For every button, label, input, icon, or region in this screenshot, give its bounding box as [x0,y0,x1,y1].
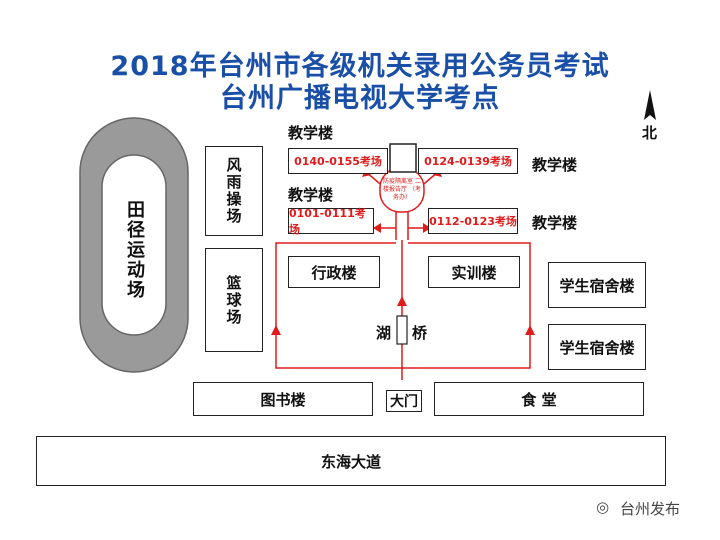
lake-label: 湖 [376,324,392,342]
admin-building: 行政楼 [288,256,380,288]
bridge-label: 桥 [412,324,428,342]
exam-room-0124: 0124-0139考场 [418,148,518,174]
teaching-label-mid-left: 教学楼 [288,186,334,204]
north-arrow-icon [644,90,656,120]
track-label: 田径运动场 [124,200,145,300]
wechat-icon: ◎ [596,498,610,516]
teaching-label-top-left: 教学楼 [288,124,334,142]
donghai-avenue: 东海大道 [36,436,666,486]
map-title-line1: 2018年台州市各级机关录用公务员考试 [110,51,610,82]
exam-room-0101: 0101-0111考场 [288,207,374,236]
dorm-building-1: 学生宿舍楼 [548,262,646,308]
exam-room-0140-label: 0140-0155考场 [294,155,382,168]
teaching-label-top-right: 教学楼 [532,156,578,174]
bridge-shape [396,315,408,345]
teaching-label-mid-right: 教学楼 [532,214,578,232]
main-gate: 大门 [386,390,422,412]
rain-field: 风雨操场 [205,146,263,236]
center-node-label: 防疫隔离室 二楼报告厅 （考务办） [383,178,421,201]
center-building [389,143,417,173]
dorm-building-2: 学生宿舍楼 [548,324,646,370]
track-inner [101,154,167,336]
exam-room-0112: 0112-0123考场 [428,208,518,234]
exam-room-0112-label: 0112-0123考场 [429,215,517,228]
library-building: 图书楼 [193,382,373,416]
north-label: 北 [642,124,658,142]
watermark-label: 台州发布 [620,500,681,518]
map-title-line2: 台州广播电视大学考点 [220,83,500,114]
exam-room-0140: 0140-0155考场 [288,148,388,174]
exam-room-0124-label: 0124-0139考场 [424,155,512,168]
training-building: 实训楼 [428,256,520,288]
basketball-court: 篮球场 [205,248,263,352]
canteen-building: 食 堂 [434,382,644,416]
road-label: 东海大道 [320,452,381,471]
exam-room-0101-label: 0101-0111考场 [289,207,366,236]
